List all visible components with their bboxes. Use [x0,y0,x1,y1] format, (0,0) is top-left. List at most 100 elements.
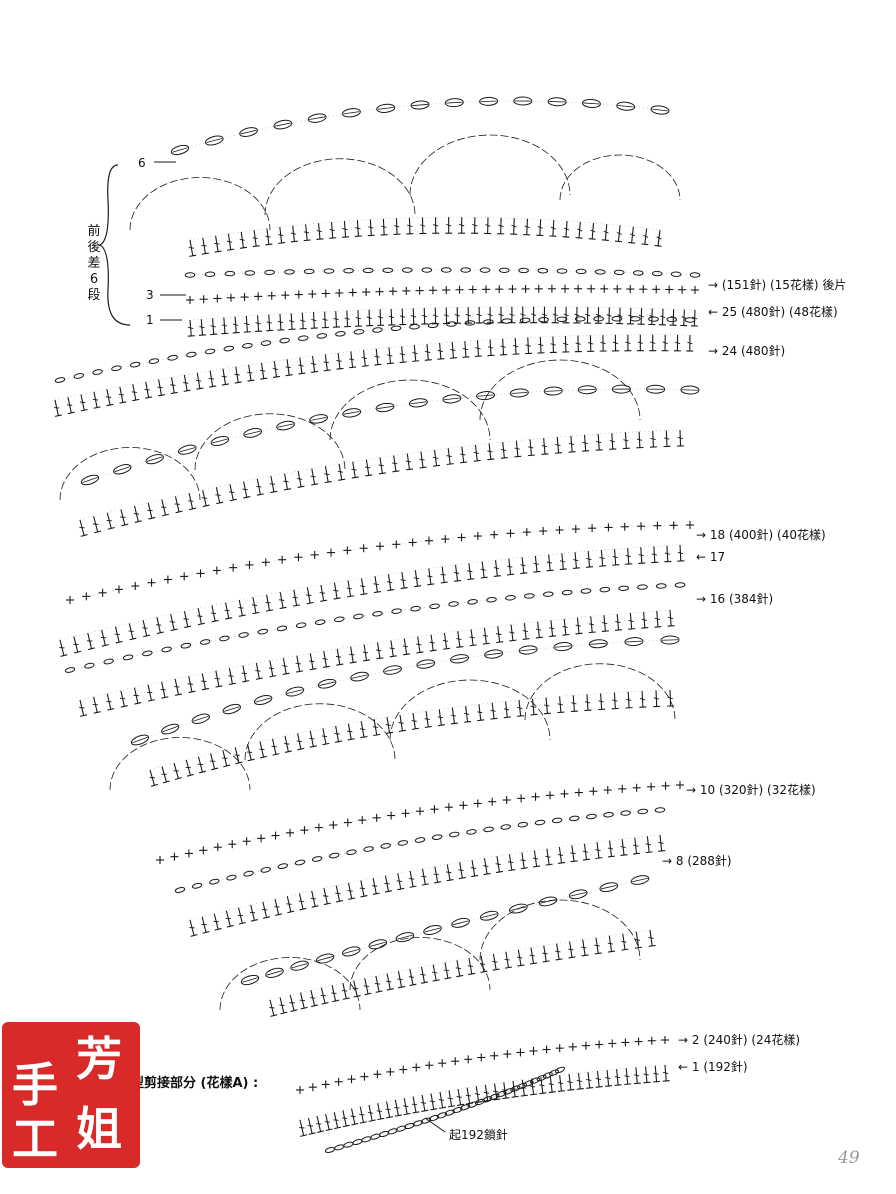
puff-stitch-symbol [479,96,499,106]
double-crochet-slash [524,225,530,229]
double-crochet-slash [467,570,473,573]
double-crochet-top [290,1009,298,1012]
double-crochet-slash [350,1115,356,1118]
double-crochet-slash [503,708,510,711]
double-crochet-top [588,631,596,634]
puff-stitch-center [172,147,188,153]
double-crochet-top [368,1119,376,1122]
double-crochet-top [197,622,205,626]
chain-stitch-symbol [651,270,663,277]
double-crochet-slash [546,561,553,564]
double-crochet-top [300,1134,308,1137]
double-crochet-top [107,708,115,711]
double-crochet-slash [255,670,261,672]
chain-stitch-symbol [323,268,335,274]
puff-stitch-center [590,642,607,645]
double-crochet-slash [118,393,125,396]
double-crochet-top [170,628,178,632]
double-crochet-top [420,981,429,984]
puff-stitch-center [274,122,291,127]
row-guide-line [189,834,661,921]
double-crochet-top [252,611,260,615]
double-crochet-top [398,729,406,732]
double-crochet-slash [517,707,523,709]
double-crochet-top [336,663,344,666]
chain-stitch-symbol [380,843,391,849]
double-crochet-slash [596,440,602,444]
puff-stitch-symbol [222,703,241,715]
double-crochet-slash [456,638,462,641]
double-crochet-top [484,1099,492,1102]
double-crochet-top [202,930,210,934]
double-crochet-top [363,659,371,662]
double-crochet-slash [662,341,668,344]
double-crochet-slash [342,228,348,231]
chain-stitch-symbol [303,268,315,275]
double-crochet-top [444,977,452,980]
double-crochet-top [189,254,197,257]
double-crochet-slash [413,577,420,580]
chain-stitch-symbol [264,269,275,276]
double-crochet-slash [649,315,655,318]
double-crochet-top [334,1126,342,1130]
double-crochet-slash [400,579,406,582]
double-crochet-top [80,408,88,412]
double-crochet-top [323,902,331,906]
double-crochet-slash [670,315,677,319]
double-crochet-top [335,740,343,743]
double-crochet-slash [465,1094,472,1097]
double-crochet-slash [408,976,415,978]
double-crochet-top [662,1080,670,1082]
chain-stitch-symbol [226,874,237,881]
puff-stitch-symbol [451,917,470,928]
double-crochet-top [384,890,393,893]
double-crochet-top [134,520,142,523]
double-crochet-slash [310,475,316,478]
puff-stitch-center [162,726,178,733]
double-crochet-slash [493,1090,499,1093]
chain-stitch-symbol [238,632,249,638]
chain-stitch-symbol [684,317,696,323]
double-crochet-top [403,1112,411,1116]
puff-stitch-symbol [383,665,402,675]
double-crochet-top [80,714,88,717]
double-crochet-slash [496,633,502,636]
double-crochet-slash [105,396,112,398]
double-crochet-slash [602,622,608,625]
double-crochet-slash [586,558,592,561]
double-crochet-top [421,1109,429,1112]
puff-stitch-symbol [309,414,328,424]
double-crochet-top [614,1084,622,1086]
double-crochet-top [270,1014,278,1017]
puff-stitch-center [146,456,163,462]
double-crochet-slash [545,855,551,858]
double-crochet-top [449,357,457,359]
double-crochet-top [658,850,666,852]
double-crochet-top [189,507,197,511]
double-crochet-top [298,372,306,375]
double-crochet-top [282,672,290,675]
puff-stitch-center [397,934,413,940]
double-crochet-top [309,668,317,671]
double-crochet-top [188,690,196,694]
chain-stitch-symbol [224,270,236,277]
double-crochet-slash [512,344,519,348]
double-crochet-slash [300,319,306,322]
chain-stitch-symbol [414,837,426,843]
chain-stitch-symbol [548,1069,559,1076]
chain-stitch-symbol [199,639,211,645]
double-crochet-top [409,885,417,888]
double-crochet-top [514,455,522,458]
double-crochet-slash [310,363,317,365]
shell-fan-arc [59,447,201,501]
double-crochet-top [147,699,155,702]
double-crochet-top [247,758,255,762]
double-crochet-top [101,644,109,647]
puff-stitch-symbol [273,119,293,130]
double-crochet-slash [687,341,693,345]
double-crochet-slash [157,386,163,389]
puff-stitch-center [411,103,429,107]
double-crochet-slash [432,456,439,459]
double-crochet-top [238,921,246,925]
double-crochet-top [601,630,609,632]
